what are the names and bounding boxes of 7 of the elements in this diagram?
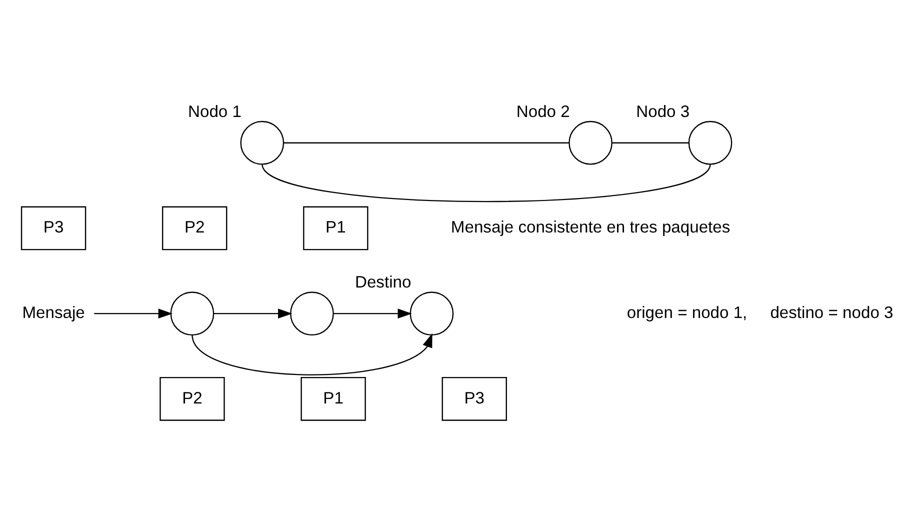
label: origen = nodo 1, destino = nodo 3 xyxy=(626,302,894,322)
node-label: Nodo 2 xyxy=(516,102,570,122)
node-label: Nodo 1 xyxy=(188,102,242,122)
node-text: Mensaje xyxy=(22,302,85,322)
node-label: Nodo 3 xyxy=(636,102,690,122)
node-label: Destino xyxy=(354,272,412,292)
label: Mensaje consistente en tres paquetes xyxy=(450,218,730,237)
